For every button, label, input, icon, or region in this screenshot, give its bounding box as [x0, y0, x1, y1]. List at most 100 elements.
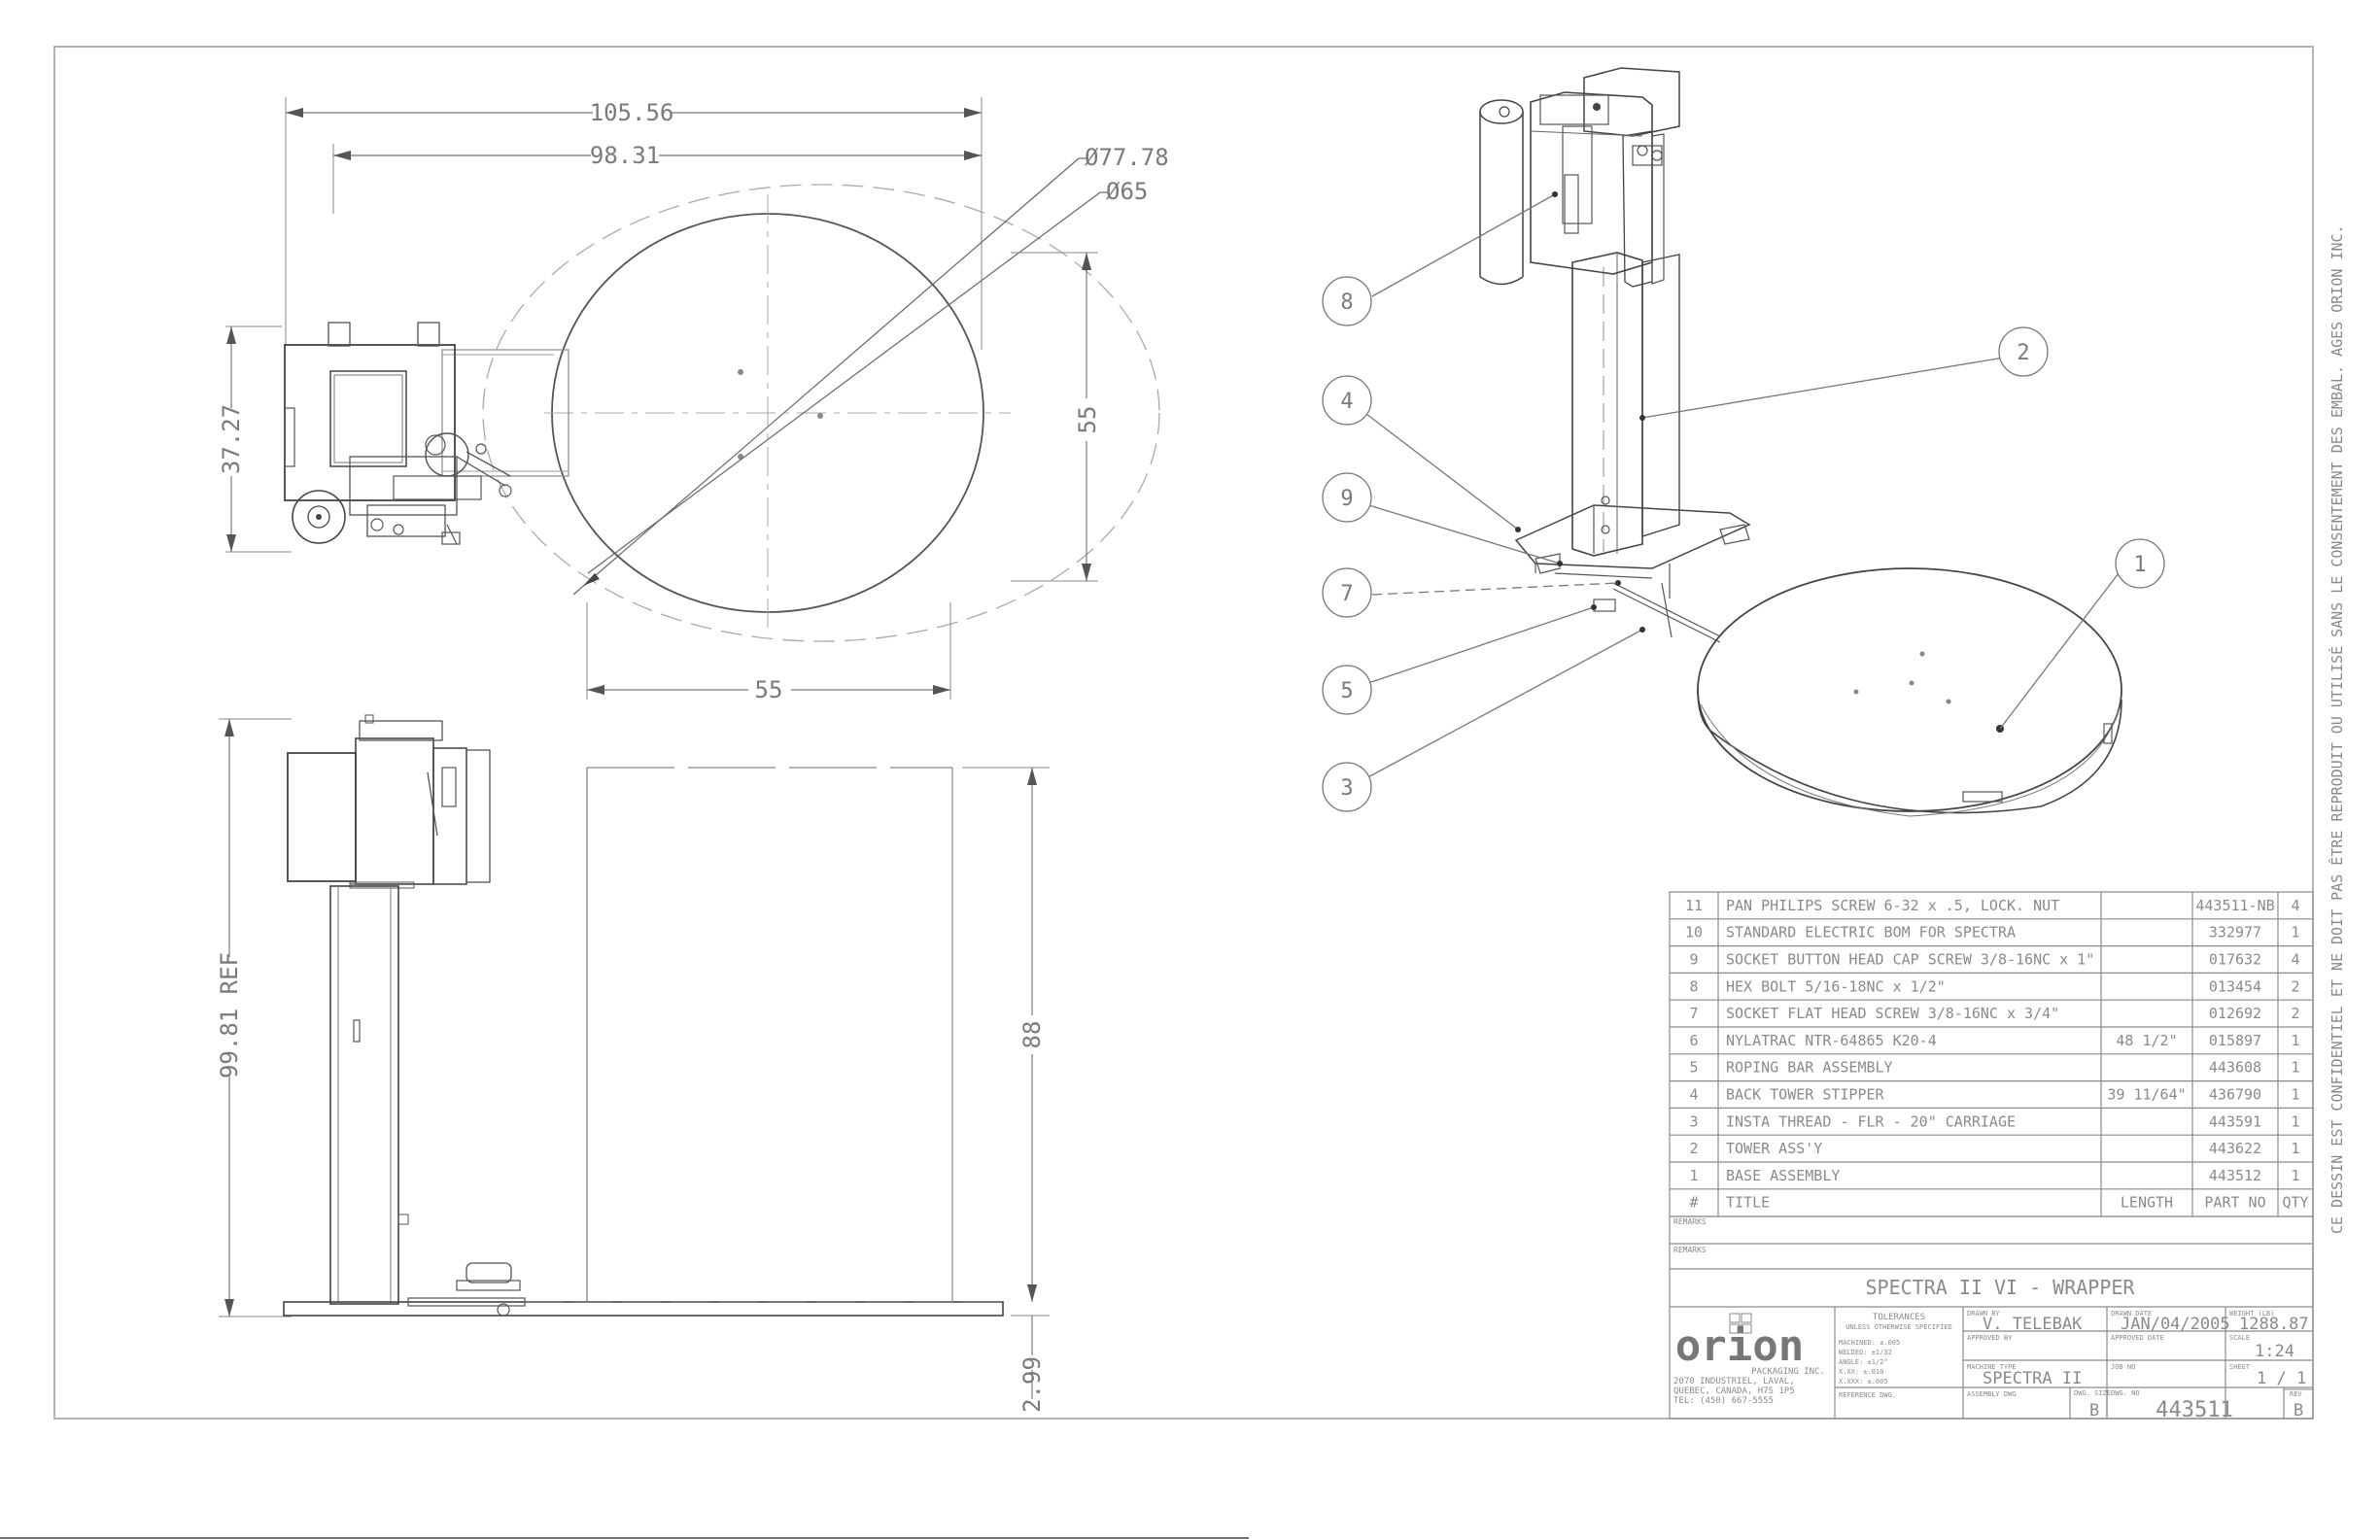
bom-cell-title: TOWER ASS'Y	[1726, 1140, 1822, 1157]
drawn-by: V. TELEBAK	[1983, 1315, 2083, 1334]
company-sub: PACKAGING INC.	[1751, 1367, 1825, 1377]
tolerances-label: TOLERANCES	[1873, 1313, 1925, 1322]
tol-line-4: X.XX: ±.010	[1839, 1368, 1883, 1376]
dim-width-2: 98.31	[590, 142, 660, 169]
remarks-label-2: REMARKS	[1673, 1246, 1707, 1254]
machine-type-label: MACHINE TYPE	[1967, 1363, 2017, 1371]
bom-cell-qty: 2	[2291, 1005, 2299, 1022]
job-no-label: JOB NO	[2111, 1363, 2135, 1371]
scale-label: SCALE	[2229, 1334, 2250, 1342]
balloon-labels: 8 2 4 9 7 5 3 1	[1340, 291, 2146, 801]
bom-cell-part: 013454	[2209, 977, 2261, 995]
bom-cell-part: 015897	[2209, 1032, 2261, 1049]
bom-cell-item: 10	[1685, 924, 1703, 941]
bom-cell-title: PAN PHILIPS SCREW 6-32 x .5, LOCK. NUT	[1726, 897, 2059, 914]
bom-cell-item: 7	[1689, 1005, 1698, 1022]
title-block	[1669, 1215, 2314, 1420]
dim-turntable-width: 55	[755, 676, 783, 703]
bom-cell-qty: 4	[2291, 951, 2299, 969]
bom-header-title: TITLE	[1726, 1194, 1770, 1212]
balloon-1: 1	[2133, 553, 2146, 577]
dim-dia-outer: Ø77.78	[1085, 144, 1169, 171]
drawn-date-label: DRAWN DATE	[2111, 1310, 2152, 1318]
bom-cell-qty: 1	[2291, 1140, 2299, 1157]
rev-label: REV	[2290, 1390, 2302, 1398]
balloon-4: 4	[1340, 390, 1353, 414]
scale: 1:24	[2255, 1342, 2294, 1361]
bom-cell-part: 443622	[2209, 1140, 2261, 1157]
address-2: QUEBEC, CANADA, H7S 1P5	[1673, 1386, 1795, 1396]
bom-cell-qty: 1	[2291, 1112, 2299, 1130]
remarks-label: REMARKS	[1673, 1217, 1707, 1226]
bom-cell-part: 443608	[2209, 1059, 2261, 1077]
drawn-date: JAN/04/2005	[2121, 1315, 2230, 1334]
dim-base-height: 2.99	[1018, 1356, 1046, 1413]
bom-cell-part: 443512	[2209, 1167, 2261, 1184]
tol-line-3: ANGLE: ±1/2°	[1839, 1358, 1888, 1366]
bom-cell-item: 11	[1685, 897, 1703, 914]
rev: B	[2294, 1401, 2303, 1420]
dim-dia-inner: Ø65	[1106, 178, 1148, 205]
drawn-by-label: DRAWN BY	[1967, 1310, 2001, 1318]
sheet: 1 / 1	[2257, 1369, 2306, 1388]
side-view	[219, 714, 1050, 1399]
balloon-8: 9	[1340, 487, 1353, 511]
dwg-size-label: DWG. SIZE	[2074, 1389, 2111, 1397]
dim-overall-width: 105.56	[590, 99, 674, 126]
dwg-size: B	[2089, 1401, 2099, 1420]
bom-cell-title: INSTA THREAD - FLR - 20" CARRIAGE	[1726, 1112, 2016, 1130]
bom-cell-item: 9	[1689, 951, 1698, 969]
sheet-border	[53, 46, 2314, 1420]
bom-header-length: LENGTH	[2121, 1194, 2173, 1212]
title-block-text: REMARKS REMARKS SPECTRA II VI - WRAPPER …	[1673, 1217, 2309, 1422]
bom-cell-part: 012692	[2209, 1005, 2261, 1022]
bom-cell-qty: 1	[2291, 1167, 2299, 1184]
bom-cell-qty: 1	[2291, 1059, 2299, 1077]
company-name: orion	[1675, 1321, 1804, 1371]
approved-by-label: APPROVED BY	[1967, 1334, 2013, 1342]
dim-side-height: 37.27	[218, 404, 245, 474]
dim-load-height: 88	[1018, 1021, 1046, 1049]
isometric-view	[1479, 67, 2122, 817]
bom-cell-length: 48 1/2"	[2116, 1032, 2177, 1049]
bom-header-qty: QTY	[2282, 1194, 2308, 1212]
balloon-7: 5	[1340, 679, 1353, 703]
bom-cell-item: 1	[1689, 1167, 1698, 1184]
dwg-no-label: DWG. NO	[2111, 1389, 2140, 1397]
bom-cell-part: 443591	[2209, 1112, 2261, 1130]
bom-cell-item: 4	[1689, 1086, 1698, 1104]
tol-line-1: MACHINED: ±.005	[1839, 1339, 1900, 1347]
approved-date-label: APPROVED DATE	[2111, 1334, 2164, 1342]
bom-cell-qty: 1	[2291, 1086, 2299, 1104]
balloon-3: 8	[1340, 291, 1353, 315]
bom-cell-item: 3	[1689, 1112, 1698, 1130]
bom-cell-title: HEX BOLT 5/16-18NC x 1/2"	[1726, 977, 1946, 995]
bom-cell-part: 443511-NB	[2195, 897, 2274, 914]
address-3: TEL: (450) 667-5555	[1673, 1396, 1774, 1406]
bom-cell-item: 5	[1689, 1059, 1698, 1077]
tol-line-2: WELDED: ±1/32	[1839, 1349, 1892, 1356]
tol-line-5: X.XXX: ±.005	[1839, 1378, 1888, 1386]
bill-of-materials	[1669, 891, 2314, 1217]
dimension-labels: 105.56 98.31 Ø77.78 Ø65 55 55 37.27 99.8…	[216, 97, 1169, 1413]
balloon-9: 7	[1340, 582, 1353, 606]
bom-cell-item: 2	[1689, 1140, 1698, 1157]
bom-cell-title: NYLATRAC NTR-64865 K20-4	[1726, 1032, 1937, 1049]
bom-cell-part: 017632	[2209, 951, 2261, 969]
dim-tower-height: 99.81 REF	[216, 952, 243, 1078]
machine-type: SPECTRA II	[1983, 1369, 2082, 1388]
dim-turntable-depth: 55	[1074, 406, 1101, 434]
balloons	[1322, 191, 2165, 812]
sheet-label: SHEET	[2229, 1363, 2251, 1371]
bom-cell-qty: 4	[2291, 897, 2299, 914]
bom-cell-part: 332977	[2209, 924, 2261, 941]
bom-cell-item: 6	[1689, 1032, 1698, 1049]
reference-label: REFERENCE DWG.	[1839, 1391, 1896, 1399]
bom-cell-title: BASE ASSEMBLY	[1726, 1167, 1840, 1184]
bom-header-part: PART NO	[2204, 1194, 2265, 1212]
balloon-2: 2	[2017, 341, 2029, 365]
address-1: 2070 INDUSTRIEL, LAVAL,	[1673, 1377, 1795, 1386]
balloon-5: 3	[1340, 776, 1353, 801]
orion-logo: orion	[1675, 1313, 1804, 1371]
